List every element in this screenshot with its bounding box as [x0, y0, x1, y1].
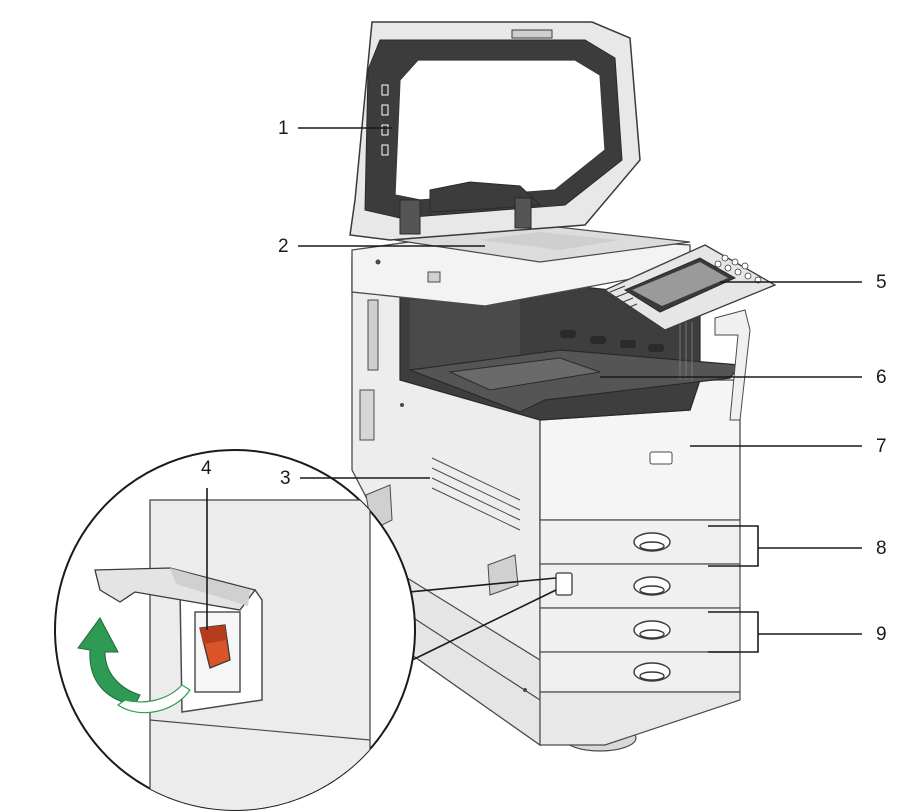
tray-handle-icon [633, 532, 671, 682]
callout-9: 9 [876, 624, 887, 645]
callout-1: 1 [278, 118, 289, 139]
callout-6: 6 [876, 367, 887, 388]
callout-8: 8 [876, 538, 887, 559]
rotate-arrow-icon [77, 617, 141, 706]
callout-5: 5 [876, 272, 887, 293]
leader-lines [206, 127, 862, 653]
callout-7: 7 [876, 436, 887, 457]
callout-3: 3 [280, 468, 291, 489]
side-vent-icon [431, 457, 521, 531]
callout-4: 4 [201, 458, 212, 479]
callout-labels: 1 2 3 4 5 6 7 8 9 [201, 118, 887, 645]
callout-2: 2 [278, 236, 289, 257]
power-switch-inset [54, 449, 557, 811]
rollers-icon [560, 330, 664, 352]
front-panel [539, 379, 741, 746]
auto-document-feeder [349, 21, 641, 241]
internal-tray-area [399, 279, 751, 421]
